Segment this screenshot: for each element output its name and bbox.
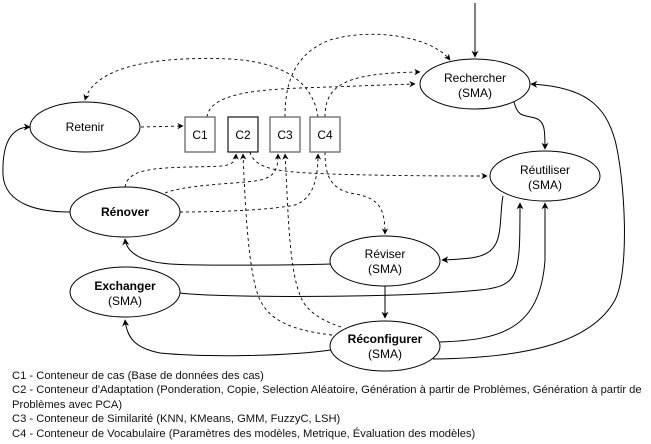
node-exchanger-sublabel: (SMA) (108, 294, 142, 308)
container-c3-label: C3 (277, 128, 293, 142)
edge-c4-rechercher (324, 68, 421, 118)
node-renover: Rénover (69, 186, 181, 238)
container-c2-label: C2 (235, 128, 251, 142)
legend-item-c1: C1 - Conteneur de cas (Base de données d… (12, 370, 264, 382)
edge-reutiliser-reviser (441, 195, 504, 264)
container-c1-label: C1 (192, 128, 208, 142)
edge-renover-retenir (2, 123, 71, 213)
dashed-edges (83, 33, 488, 336)
legend-item-c2: C2 - Conteneur d'Adaptation (Ponderation… (12, 384, 642, 411)
node-rechercher-sublabel: (SMA) (458, 86, 492, 100)
container-c2: C2 (227, 116, 259, 153)
node-reutiliser-label: Réutiliser (520, 163, 570, 177)
node-reviser: Réviser (SMA) (329, 235, 441, 287)
node-rechercher-label: Rechercher (444, 71, 506, 85)
edge-rechercher-reutiliser (513, 101, 549, 150)
legend: C1 - Conteneur de cas (Base de données d… (12, 369, 647, 441)
edge-renover-c4 (179, 153, 322, 213)
edge-c3-rechercher (284, 33, 451, 118)
edge-reconfigurer-exchanger (122, 319, 332, 357)
edge-exchanger-reutiliser (179, 202, 524, 297)
node-reviser-label: Réviser (365, 247, 406, 261)
edge-renover-c3 (164, 153, 282, 194)
node-reutiliser: Réutiliser (SMA) (489, 150, 601, 202)
edge-retenir-c1 (140, 122, 184, 130)
edge-reconfigurer-reutiliser (439, 202, 549, 343)
node-reconfigurer: Réconfigurer (SMA) (329, 320, 441, 372)
container-c3: C3 (269, 116, 301, 153)
node-reutiliser-sublabel: (SMA) (528, 178, 562, 192)
edge-reconfigurer-rechercher (432, 80, 625, 360)
node-exchanger: Exchanger (SMA) (69, 266, 181, 318)
legend-item-c3: C3 - Conteneur de Similarité (KNN, KMean… (12, 413, 341, 426)
legend-item-c4: C4 - Conteneur de Vocabulaire (Paramètre… (12, 427, 476, 440)
edge-renover-c2 (124, 153, 239, 188)
node-renover-label: Rénover (101, 205, 149, 219)
edge-reviser-renover (122, 238, 332, 266)
edge-reconfigurer-c2 (240, 153, 333, 336)
edge-c2-reutiliser (249, 151, 488, 180)
edge-reconfigurer-c3 (282, 153, 342, 328)
node-retenir: Retenir (29, 101, 141, 153)
node-retenir-label: Retenir (66, 120, 105, 134)
node-rechercher: Rechercher (SMA) (419, 58, 531, 110)
container-c1: C1 (184, 116, 216, 153)
node-reconfigurer-label: Réconfigurer (348, 332, 423, 346)
node-exchanger-label: Exchanger (94, 279, 156, 293)
node-reconfigurer-sublabel: (SMA) (368, 347, 402, 361)
edge-c4-retenir (83, 58, 319, 118)
node-reviser-sublabel: (SMA) (368, 262, 402, 276)
container-c4-label: C4 (317, 128, 333, 142)
container-c4: C4 (309, 116, 341, 153)
edge-c4-reviser (324, 151, 389, 235)
edge-c1-rechercher (206, 81, 416, 118)
solid-edges (2, 3, 625, 360)
